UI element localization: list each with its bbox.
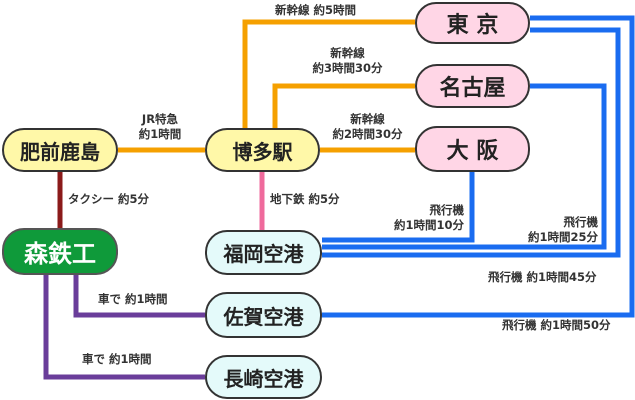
flight-tokyo-saga-line — [322, 15, 635, 318]
node-nagoya: 名古屋 — [415, 64, 530, 108]
shinkansen-nagoya-line — [272, 83, 415, 135]
label-shinkansen-osaka-line1: 新幹線 — [350, 112, 385, 126]
label-flight-nagoya-line1: 飛行機 — [563, 215, 599, 229]
label-jr-express: JR特急 約1時間 — [122, 112, 198, 142]
label-jr-express-line2: 約1時間 — [138, 127, 182, 141]
shinkansen-tokyo-line — [242, 19, 415, 135]
car-saga-line — [73, 275, 205, 318]
node-nagasaki-airport: 長崎空港 — [205, 355, 322, 399]
node-tokyo: 東 京 — [415, 2, 530, 44]
label-shinkansen-tokyo: 新幹線 約5時間 — [275, 3, 357, 17]
label-shinkansen-osaka-line2: 約2時間30分 — [332, 127, 403, 141]
node-fukuoka-airport: 福岡空港 — [205, 230, 322, 275]
label-flight-osaka-line1: 飛行機 — [429, 203, 465, 217]
label-flight-nagoya: 飛行機 約1時間25分 — [490, 215, 598, 245]
label-flight-tokyo-saga: 飛行機 約1時間50分 — [502, 318, 611, 332]
label-flight-tokyo-fukuoka: 飛行機 約1時間45分 — [488, 270, 597, 284]
label-car-saga: 車で 約1時間 — [98, 292, 168, 306]
label-flight-osaka: 飛行機 約1時間10分 — [360, 203, 464, 233]
label-shinkansen-nagoya: 新幹線 約3時間30分 — [300, 46, 395, 76]
label-shinkansen-nagoya-line2: 約3時間30分 — [312, 61, 383, 75]
label-car-nagasaki: 車で 約1時間 — [82, 352, 152, 366]
flight-osaka-line — [322, 172, 475, 243]
label-subway: 地下鉄 約5分 — [270, 192, 340, 206]
node-mori-tekko: 森鉄工 — [2, 228, 118, 275]
flight-tokyo-fukuoka-line — [322, 27, 621, 258]
label-flight-nagoya-line2: 約1時間25分 — [527, 230, 598, 244]
label-jr-express-line1: JR特急 — [141, 112, 179, 126]
flight-nagoya-line — [322, 83, 607, 250]
car-nagasaki-line — [43, 275, 205, 380]
label-flight-osaka-line2: 約1時間10分 — [393, 218, 464, 232]
label-shinkansen-nagoya-line1: 新幹線 — [330, 46, 365, 60]
label-shinkansen-osaka: 新幹線 約2時間30分 — [320, 112, 415, 142]
node-hakata-station: 博多駅 — [205, 128, 320, 172]
node-hizen-kashima: 肥前鹿島 — [2, 128, 118, 172]
node-osaka: 大 阪 — [415, 126, 530, 172]
node-saga-airport: 佐賀空港 — [205, 292, 322, 338]
label-taxi: タクシー 約5分 — [68, 192, 150, 206]
